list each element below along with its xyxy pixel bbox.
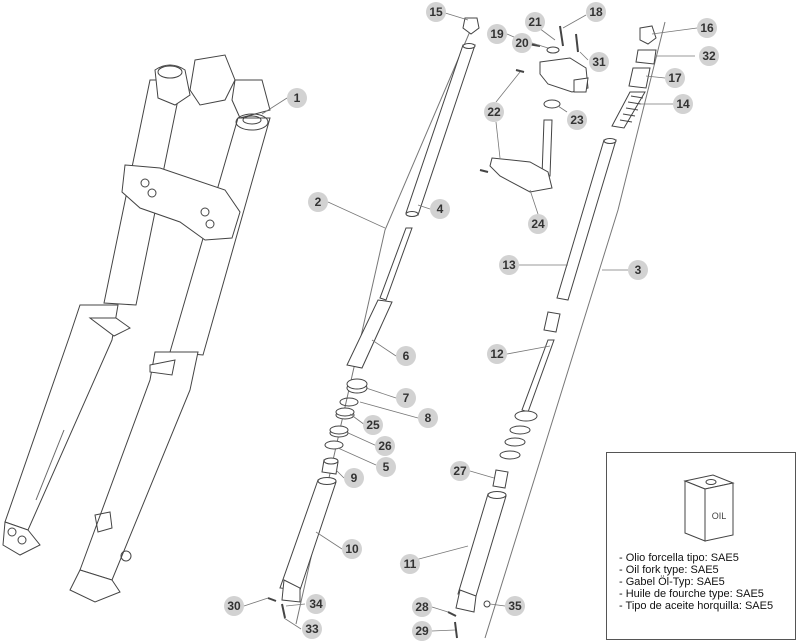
callout-9: 9 [344, 468, 364, 488]
svg-text:34: 34 [309, 597, 323, 611]
callout-14: 14 [673, 94, 693, 114]
oil-spec-line: - Gabel Öl-Typ: SAE5 [619, 576, 725, 588]
callout-32: 32 [699, 46, 719, 66]
callout-7: 7 [396, 388, 416, 408]
svg-text:33: 33 [305, 622, 319, 636]
callout-16: 16 [697, 18, 717, 38]
callout-26: 26 [375, 436, 395, 456]
callout-15: 15 [426, 2, 446, 22]
callout-33: 33 [302, 619, 322, 639]
callout-18: 18 [586, 2, 606, 22]
callout-5: 5 [376, 457, 396, 477]
svg-text:18: 18 [589, 5, 603, 19]
svg-text:29: 29 [415, 624, 429, 638]
callout-4: 4 [430, 199, 450, 219]
svg-text:25: 25 [366, 418, 380, 432]
svg-text:21: 21 [528, 15, 542, 29]
callout-25: 25 [363, 415, 383, 435]
svg-text:15: 15 [429, 5, 443, 19]
oil-spec-line: - Tipo de aceite horquilla: SAE5 [619, 600, 774, 612]
callout-10: 10 [342, 539, 362, 559]
callout-27: 27 [450, 461, 470, 481]
svg-text:26: 26 [378, 439, 392, 453]
svg-text:27: 27 [453, 464, 467, 478]
callout-34: 34 [306, 594, 326, 614]
left-leg-exploded [267, 17, 480, 625]
callouts: 1 2 3 4 5 6 7 8 9 10 11 12 13 14 15 16 1… [224, 2, 719, 641]
oil-spec-line: - Oil fork type: SAE5 [619, 564, 719, 576]
svg-text:23: 23 [570, 113, 584, 127]
callout-17: 17 [665, 68, 685, 88]
callout-12: 12 [487, 344, 507, 364]
callout-23: 23 [567, 110, 587, 130]
svg-text:24: 24 [531, 217, 545, 231]
callout-3: 3 [628, 260, 648, 280]
oil-spec-line: - Olio forcella tipo: SAE5 [619, 552, 739, 564]
callout-13: 13 [499, 255, 519, 275]
svg-text:14: 14 [676, 97, 690, 111]
callout-20: 20 [512, 33, 532, 53]
svg-text:32: 32 [702, 49, 716, 63]
svg-text:30: 30 [227, 599, 241, 613]
callout-2: 2 [308, 192, 328, 212]
oil-can-label: OIL [712, 511, 727, 521]
oil-legend-box: OIL - Olio forcella tipo: SAE5 - Oil for… [606, 452, 796, 640]
svg-text:8: 8 [425, 411, 432, 425]
callout-21: 21 [525, 12, 545, 32]
oil-spec-line: - Huile de fourche type: SAE5 [619, 588, 764, 600]
callout-35: 35 [505, 596, 525, 616]
svg-text:13: 13 [502, 258, 516, 272]
callout-1: 1 [287, 88, 307, 108]
svg-text:35: 35 [508, 599, 522, 613]
svg-text:11: 11 [404, 557, 417, 571]
callout-30: 30 [224, 596, 244, 616]
svg-text:16: 16 [700, 21, 714, 35]
callout-8: 8 [418, 408, 438, 428]
leader-lines [243, 11, 698, 632]
svg-text:2: 2 [315, 195, 322, 209]
svg-text:7: 7 [403, 391, 410, 405]
callout-24: 24 [528, 214, 548, 234]
assembled-fork [2, 54, 271, 603]
oil-can-icon: OIL [683, 474, 735, 542]
svg-text:20: 20 [515, 36, 529, 50]
right-leg-exploded [447, 21, 666, 639]
svg-text:17: 17 [668, 71, 682, 85]
svg-text:3: 3 [635, 263, 642, 277]
callout-29: 29 [412, 621, 432, 641]
svg-text:10: 10 [345, 542, 359, 556]
callout-28: 28 [412, 597, 432, 617]
callout-6: 6 [396, 346, 416, 366]
svg-text:19: 19 [490, 27, 504, 41]
svg-text:6: 6 [403, 349, 410, 363]
svg-text:9: 9 [351, 471, 358, 485]
svg-text:4: 4 [437, 202, 444, 216]
callout-22: 22 [484, 102, 504, 122]
callout-19: 19 [487, 24, 507, 44]
callout-31: 31 [589, 52, 609, 72]
svg-text:5: 5 [383, 460, 390, 474]
svg-text:22: 22 [487, 105, 501, 119]
svg-text:31: 31 [592, 55, 606, 69]
svg-text:12: 12 [490, 347, 504, 361]
oil-spec-list: - Olio forcella tipo: SAE5 - Oil fork ty… [619, 552, 773, 612]
svg-text:1: 1 [294, 91, 301, 105]
svg-text:28: 28 [415, 600, 429, 614]
callout-11: 11 [400, 554, 420, 574]
